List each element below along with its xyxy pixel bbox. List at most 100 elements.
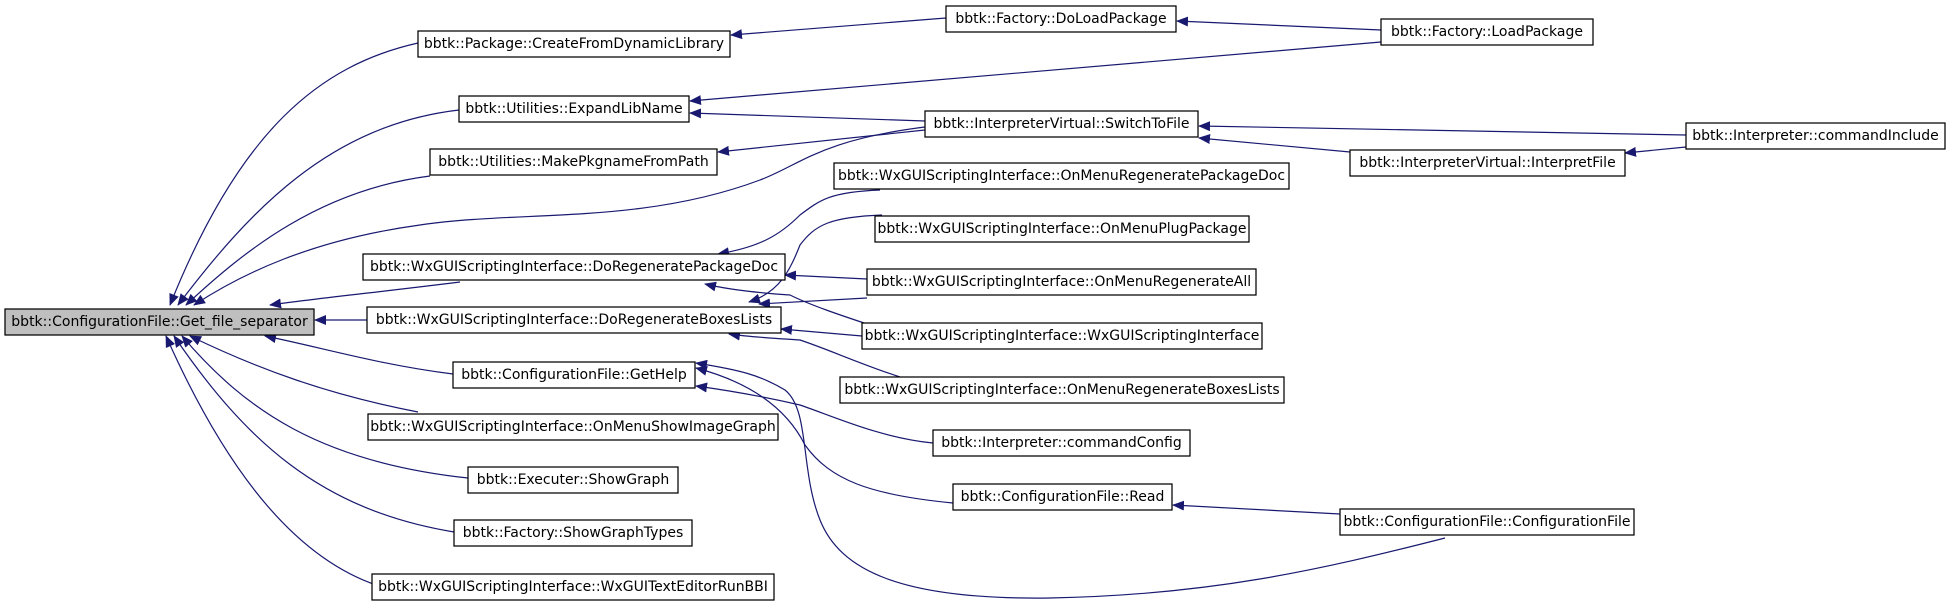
node-box (362, 253, 786, 281)
node-box (1339, 508, 1635, 536)
node-factory-load-package[interactable]: bbtk::Factory::LoadPackage (1380, 18, 1594, 46)
node-label: bbtk::WxGUIScriptingInterface::OnMenuReg… (844, 382, 1279, 398)
node-box (366, 306, 782, 334)
node-wx-on-menu-plug-package[interactable]: bbtk::WxGUIScriptingInterface::OnMenuPlu… (874, 215, 1250, 243)
node-label: bbtk::Utilities::MakePkgnameFromPath (438, 154, 708, 170)
edge-create-from-dynamic-library-to-get-file-separator (169, 42, 419, 306)
node-wx-on-menu-regenerate-all[interactable]: bbtk::WxGUIScriptingInterface::OnMenuReg… (866, 268, 1257, 296)
node-executer-show-graph[interactable]: bbtk::Executer::ShowGraph (467, 466, 679, 494)
edge-text-editor-run-bbi-to-get-file-separator (165, 335, 380, 587)
node-get-file-separator[interactable]: bbtk::ConfigurationFile::Get_file_separa… (4, 308, 315, 336)
node-wx-on-menu-regenerate-package-doc[interactable]: bbtk::WxGUIScriptingInterface::OnMenuReg… (833, 162, 1290, 190)
node-label: bbtk::WxGUIScriptingInterface::DoRegener… (370, 259, 778, 275)
node-box (945, 5, 1177, 33)
node-box (371, 573, 775, 601)
node-configuration-file-read[interactable]: bbtk::ConfigurationFile::Read (952, 483, 1173, 511)
node-box (429, 148, 718, 176)
edge-switch-to-file-to-expand-lib-name (689, 108, 926, 122)
node-label: bbtk::Package::CreateFromDynamicLibrary (424, 36, 724, 52)
node-label: bbtk::Interpreter::commandConfig (941, 435, 1181, 451)
node-create-from-dynamic-library[interactable]: bbtk::Package::CreateFromDynamicLibrary (417, 30, 731, 58)
edges-layer (165, 16, 1687, 599)
edge-interpret-file-to-switch-to-file (1198, 134, 1351, 153)
node-label: bbtk::ConfigurationFile::ConfigurationFi… (1344, 514, 1631, 530)
edge-executer-show-graph-to-get-file-separator (181, 335, 469, 479)
edge-switch-to-file-to-get-file-separator (193, 126, 926, 306)
edge-on-menu-plug-package-to-do-regenerate-boxes-lists (748, 214, 883, 304)
edge-make-pkgname-to-get-file-separator (185, 175, 431, 306)
node-box (467, 466, 679, 494)
node-label: bbtk::InterpreterVirtual::SwitchToFile (933, 116, 1189, 132)
edge-load-package-to-do-load-package (1176, 16, 1382, 31)
node-box (874, 215, 1250, 243)
node-wx-on-menu-regenerate-boxes-lists[interactable]: bbtk::WxGUIScriptingInterface::OnMenuReg… (839, 376, 1285, 404)
node-label: bbtk::WxGUIScriptingInterface::OnMenuSho… (370, 419, 775, 435)
node-box (924, 110, 1199, 138)
node-box (417, 30, 731, 58)
edge-command-include-to-switch-to-file (1198, 121, 1687, 136)
node-wx-gui-text-editor-run-bbi[interactable]: bbtk::WxGUIScriptingInterface::WxGUIText… (371, 573, 775, 601)
edge-on-menu-regenerate-package-doc-to-do-regenerate-package-doc (717, 189, 881, 258)
edge-configuration-file-ctor-to-get-help (695, 359, 1446, 599)
node-label: bbtk::Factory::LoadPackage (1391, 24, 1583, 40)
edge-load-package-to-expand-lib-name (689, 41, 1382, 106)
edge-do-regenerate-package-doc-to-get-file-separator (269, 281, 461, 309)
edge-show-image-graph-to-get-file-separator (189, 335, 419, 413)
node-label: bbtk::Factory::ShowGraphTypes (463, 525, 684, 541)
node-factory-show-graph-types[interactable]: bbtk::Factory::ShowGraphTypes (453, 519, 693, 547)
edge-expand-lib-name-to-get-file-separator (177, 109, 460, 306)
node-label: bbtk::Factory::DoLoadPackage (955, 11, 1166, 27)
edge-wx-gui-scripting-interface-to-do-regenerate-boxes-lists (780, 324, 863, 337)
node-box (866, 268, 1257, 296)
node-utilities-expand-lib-name[interactable]: bbtk::Utilities::ExpandLibName (458, 95, 690, 123)
edge-configuration-file-ctor-to-read (1172, 500, 1341, 515)
node-label: bbtk::InterpreterVirtual::InterpretFile (1359, 155, 1615, 171)
node-wx-on-menu-show-image-graph[interactable]: bbtk::WxGUIScriptingInterface::OnMenuSho… (367, 413, 779, 441)
node-utilities-make-pkgname-from-path[interactable]: bbtk::Utilities::MakePkgnameFromPath (429, 148, 718, 176)
node-box (452, 361, 696, 389)
edge-on-menu-regenerate-all-to-do-regenerate-package-doc (784, 270, 868, 281)
node-box (453, 519, 693, 547)
node-box (367, 413, 779, 441)
node-label: bbtk::ConfigurationFile::Get_file_separa… (11, 314, 308, 330)
edge-do-load-package-to-create-from-dynamic-library (730, 17, 947, 40)
node-interpreter-virtual-switch-to-file[interactable]: bbtk::InterpreterVirtual::SwitchToFile (924, 110, 1199, 138)
edge-switch-to-file-to-make-pkgname (717, 129, 926, 156)
node-label: bbtk::Utilities::ExpandLibName (465, 101, 682, 117)
node-interpreter-command-config[interactable]: bbtk::Interpreter::commandConfig (932, 429, 1191, 457)
node-wx-gui-scripting-interface[interactable]: bbtk::WxGUIScriptingInterface::WxGUIScri… (861, 322, 1263, 350)
edge-wx-gui-scripting-interface-to-do-regenerate-package-doc (704, 281, 871, 326)
node-box (932, 429, 1191, 457)
node-configuration-file-ctor[interactable]: bbtk::ConfigurationFile::ConfigurationFi… (1339, 508, 1635, 536)
node-box (839, 376, 1285, 404)
edge-on-menu-regenerate-all-to-do-regenerate-boxes-lists (758, 297, 868, 309)
node-factory-do-load-package[interactable]: bbtk::Factory::DoLoadPackage (945, 5, 1177, 33)
node-interpreter-command-include[interactable]: bbtk::Interpreter::commandInclude (1685, 122, 1946, 150)
node-box (1380, 18, 1594, 46)
edge-command-config-to-get-help (695, 382, 934, 444)
node-label: bbtk::WxGUIScriptingInterface::DoRegener… (376, 312, 772, 328)
node-configuration-file-get-help[interactable]: bbtk::ConfigurationFile::GetHelp (452, 361, 696, 389)
node-label: bbtk::WxGUIScriptingInterface::OnMenuReg… (872, 274, 1251, 290)
node-box (952, 483, 1173, 511)
edge-on-menu-regenerate-boxes-lists-to-do-regenerate-boxes-lists (728, 330, 901, 378)
node-label: bbtk::WxGUIScriptingInterface::WxGUIText… (378, 579, 768, 595)
node-label: bbtk::WxGUIScriptingInterface::OnMenuReg… (838, 168, 1285, 184)
node-label: bbtk::WxGUIScriptingInterface::OnMenuPlu… (878, 221, 1247, 237)
edge-command-include-to-interpret-file (1624, 146, 1687, 157)
node-box (1685, 122, 1946, 150)
node-wx-do-regenerate-boxes-lists[interactable]: bbtk::WxGUIScriptingInterface::DoRegener… (366, 306, 782, 334)
edge-factory-show-graph-types-to-get-file-separator (173, 335, 455, 533)
edge-get-help-to-get-file-separator (264, 333, 454, 375)
node-label: bbtk::WxGUIScriptingInterface::WxGUIScri… (865, 328, 1260, 344)
node-box (4, 308, 315, 336)
node-box (458, 95, 690, 123)
node-interpreter-virtual-interpret-file[interactable]: bbtk::InterpreterVirtual::InterpretFile (1349, 149, 1626, 177)
node-label: bbtk::ConfigurationFile::GetHelp (461, 367, 687, 383)
node-label: bbtk::Interpreter::commandInclude (1692, 128, 1939, 144)
nodes-layer: bbtk::ConfigurationFile::Get_file_separa… (4, 5, 1946, 601)
node-wx-do-regenerate-package-doc[interactable]: bbtk::WxGUIScriptingInterface::DoRegener… (362, 253, 786, 281)
node-box (861, 322, 1263, 350)
node-label: bbtk::ConfigurationFile::Read (961, 489, 1165, 505)
